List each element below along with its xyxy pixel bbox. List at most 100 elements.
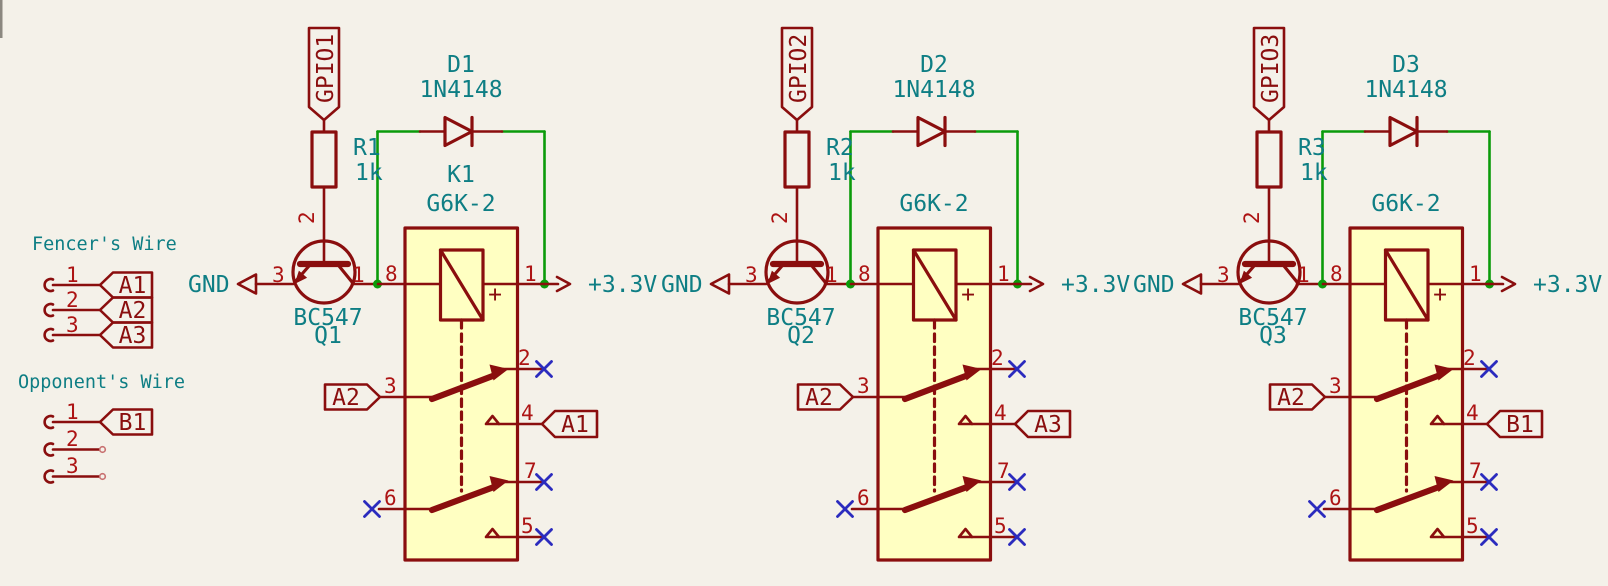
pin-number: 4 (521, 401, 534, 425)
diode-value[interactable]: 1N4148 (892, 77, 975, 103)
resistor-ref[interactable]: R2 (826, 135, 854, 161)
pin-number: 5 (1466, 514, 1479, 538)
connector-pin-icon (43, 327, 55, 343)
fencers-wire-title[interactable]: Fencer's Wire (32, 234, 177, 255)
net-label[interactable]: A1 (119, 273, 147, 299)
pin-number: 3 (66, 454, 79, 478)
opponent-pin-row[interactable]: 1 B1 (43, 400, 154, 436)
pin-number: 5 (521, 514, 534, 538)
connector-pin-icon (43, 302, 55, 318)
pin-number: 3 (66, 313, 79, 337)
transistor-ref[interactable]: Q3 (1259, 323, 1287, 349)
pin-number: 5 (994, 514, 1007, 538)
relay-value[interactable]: G6K-2 (1371, 191, 1440, 217)
pin-number: 1 (825, 263, 838, 287)
relay-value[interactable]: G6K-2 (899, 191, 968, 217)
gpio-label[interactable]: GPIO3 (1258, 34, 1284, 103)
sw-common-label[interactable]: A2 (332, 385, 360, 411)
power-label[interactable]: +3.3V (1061, 272, 1130, 298)
diode-ref[interactable]: D3 (1392, 52, 1420, 78)
left-panel: Fencer's Wire 1 A1 2 A2 3 A3 Opponent's … (18, 234, 185, 484)
fencer-pin-row[interactable]: 1 A1 (43, 263, 154, 299)
label-flag (98, 296, 154, 324)
pin-number: 4 (994, 401, 1007, 425)
transistor-value[interactable]: BC547 (293, 305, 362, 331)
coil-polarity-plus: + (1433, 282, 1447, 308)
resistor-ref[interactable]: R1 (353, 135, 381, 161)
diode-ref[interactable]: D2 (920, 52, 948, 78)
pin-number: 1 (1469, 262, 1482, 286)
pin-number: 1 (66, 263, 79, 287)
pin-number: 3 (857, 374, 870, 398)
opponent-pin-row[interactable]: 3 (43, 454, 107, 484)
net-label[interactable]: A2 (119, 298, 147, 324)
gnd-label[interactable]: GND (188, 272, 230, 298)
label-flag (98, 271, 154, 299)
power-label[interactable]: +3.3V (1533, 272, 1602, 298)
diode-value[interactable]: 1N4148 (419, 77, 502, 103)
transistor-value[interactable]: BC547 (1238, 305, 1307, 331)
pin-number: 2 (1240, 211, 1264, 224)
sw-nc-label[interactable]: A3 (1034, 412, 1062, 438)
diode-ref[interactable]: D1 (447, 52, 475, 78)
coil-polarity-plus: + (488, 282, 502, 308)
pin-number: 3 (1217, 263, 1230, 287)
relay-value[interactable]: G6K-2 (426, 191, 495, 217)
pin-number: 2 (991, 346, 1004, 370)
resistor-value[interactable]: 1k (1300, 160, 1328, 186)
net-label[interactable]: A3 (119, 323, 147, 349)
resistor-value[interactable]: 1k (355, 160, 383, 186)
relay-ref[interactable]: K1 (447, 162, 475, 188)
pin-number: 2 (1463, 346, 1476, 370)
transistor-ref[interactable]: Q1 (314, 323, 342, 349)
pin-number: 2 (518, 346, 531, 370)
sw-common-label[interactable]: A2 (1277, 385, 1305, 411)
circuit-1-text: GPIO1 R1 1k D1 1N4148 K1 G6K-2 + BC547 Q… (188, 34, 657, 538)
gpio-label[interactable]: GPIO1 (313, 34, 339, 103)
opponent-pin-row[interactable]: 2 (43, 427, 107, 457)
pin-number: 8 (858, 262, 871, 286)
pin-number: 7 (524, 459, 537, 483)
sw-nc-label[interactable]: A1 (561, 412, 589, 438)
pin-number: 2 (66, 288, 79, 312)
transistor-value[interactable]: BC547 (766, 305, 835, 331)
pin-number: 1 (352, 263, 365, 287)
gpio-label[interactable]: GPIO2 (786, 34, 812, 103)
pin-number: 6 (857, 486, 870, 510)
open-pin-end-icon (98, 472, 107, 481)
fencer-pin-row[interactable]: 3 A3 (43, 313, 154, 349)
sw-nc-label[interactable]: B1 (1506, 412, 1534, 438)
sw-common-label[interactable]: A2 (805, 385, 833, 411)
pin-number: 1 (524, 262, 537, 286)
fencer-pin-row[interactable]: 2 A2 (43, 288, 154, 324)
open-pin-end-icon (98, 445, 107, 454)
circuit-2-text: GPIO2 R2 1k D2 1N4148 G6K-2 + BC547 Q2 G… (661, 34, 1130, 538)
gnd-label[interactable]: GND (661, 272, 703, 298)
label-flag (98, 321, 154, 349)
pin-number: 2 (295, 211, 319, 224)
opponents-wire-title[interactable]: Opponent's Wire (18, 372, 185, 393)
gnd-label[interactable]: GND (1133, 272, 1175, 298)
diode-value[interactable]: 1N4148 (1364, 77, 1447, 103)
transistor-ref[interactable]: Q2 (787, 323, 815, 349)
resistor-ref[interactable]: R3 (1298, 135, 1326, 161)
connector-pin-icon (43, 442, 55, 457)
pin-number: 2 (66, 427, 79, 451)
circuit-3-text: GPIO3 R3 1k D3 1N4148 G6K-2 + BC547 Q3 G… (1133, 34, 1602, 538)
connector-pin-icon (43, 469, 55, 484)
pin-number: 3 (1329, 374, 1342, 398)
pin-number: 7 (1469, 459, 1482, 483)
pin-number: 3 (384, 374, 397, 398)
pin-number: 4 (1466, 401, 1479, 425)
connector-pin-icon (43, 277, 55, 293)
power-label[interactable]: +3.3V (588, 272, 657, 298)
pin-number: 3 (272, 263, 285, 287)
pin-number: 1 (997, 262, 1010, 286)
pin-number: 2 (768, 211, 792, 224)
net-label[interactable]: B1 (119, 410, 147, 436)
scrollbar-remnant (0, 0, 3, 38)
coil-polarity-plus: + (961, 282, 975, 308)
resistor-value[interactable]: 1k (828, 160, 856, 186)
